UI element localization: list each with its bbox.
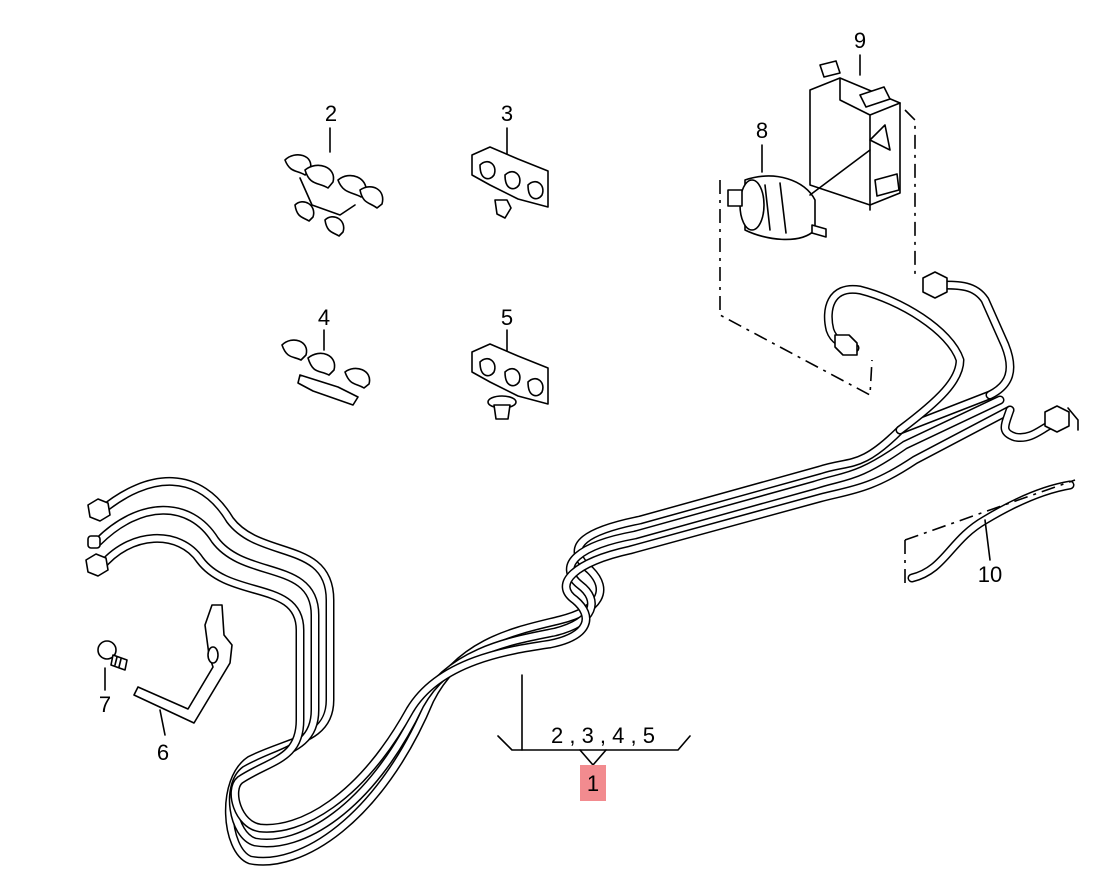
fuel-line-bundle[interactable] [85, 271, 1079, 866]
callout-2[interactable]: 2 [325, 101, 337, 126]
clip-part-2[interactable] [284, 127, 384, 237]
bolt-part-7[interactable] [97, 640, 128, 691]
callout-3[interactable]: 3 [501, 101, 513, 126]
callout-7[interactable]: 7 [99, 692, 111, 717]
filter-group-outline [719, 180, 873, 397]
line-part-10[interactable] [907, 480, 1075, 583]
callout-group: 2 , 3 , 4 , 5 [551, 723, 655, 748]
part10-group-outline [904, 479, 1076, 585]
callout-6[interactable]: 6 [157, 740, 169, 765]
highlight-box-part-1 [580, 765, 606, 801]
callout-5[interactable]: 5 [501, 305, 513, 330]
canister-part-9[interactable] [809, 54, 901, 211]
canister-group-outline [904, 109, 916, 275]
callout-8[interactable]: 8 [756, 118, 768, 143]
bracket-part-6[interactable] [133, 604, 233, 736]
callout-1[interactable]: 1 [587, 771, 599, 796]
clip-part-3[interactable] [471, 127, 549, 219]
callout-10[interactable]: 10 [978, 562, 1002, 587]
callout-9[interactable]: 9 [854, 28, 866, 53]
group-bracket [497, 674, 691, 766]
callout-4[interactable]: 4 [318, 305, 330, 330]
fuel-filter-part-8[interactable] [727, 144, 827, 241]
clip-part-4[interactable] [281, 329, 371, 406]
filter-leader [809, 149, 871, 196]
clip-part-5[interactable] [471, 329, 549, 420]
